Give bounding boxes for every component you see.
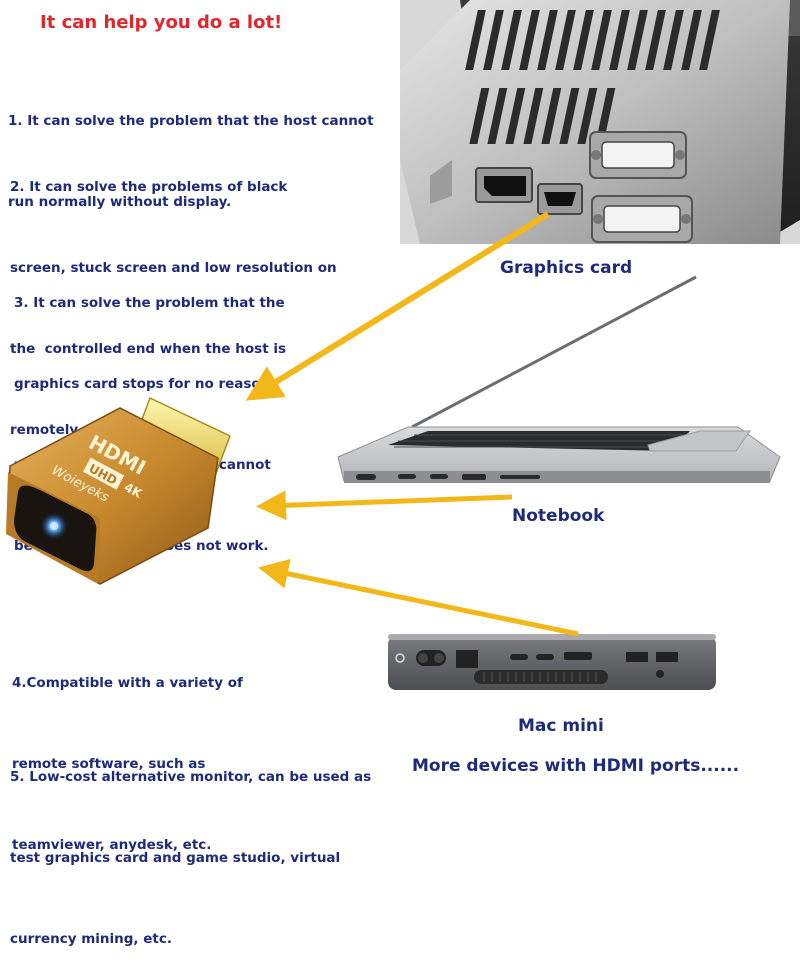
arrow-to-notebook bbox=[256, 490, 513, 521]
mac-mini-label: Mac mini bbox=[518, 716, 604, 736]
feature-2-line-1: 2. It can solve the problems of black bbox=[10, 179, 288, 195]
feature-5-line-1: 5. Low-cost alternative monitor, can be … bbox=[10, 769, 372, 785]
feature-5-line-3: currency mining, etc. bbox=[10, 931, 172, 947]
graphics-card-image bbox=[400, 0, 800, 244]
feature-5: 5. Low-cost alternative monitor, can be … bbox=[10, 710, 371, 980]
feature-1-line-1: 1. It can solve the problem that the hos… bbox=[8, 113, 374, 129]
feature-4-line-2: remote software, such as bbox=[12, 756, 206, 772]
page-title: It can help you do a lot! bbox=[40, 12, 283, 33]
hdmi-dummy-plug-image: HDMI UHD 4K Woieyeks bbox=[6, 396, 231, 585]
feature-5-line-2: test graphics card and game studio, virt… bbox=[10, 850, 341, 866]
arrow-to-mac-mini bbox=[258, 558, 579, 637]
notebook-label: Notebook bbox=[512, 506, 605, 526]
feature-3-line-1: 3. It can solve the problem that the bbox=[14, 295, 285, 311]
feature-4-line-1: 4.Compatible with a variety of bbox=[12, 675, 243, 691]
notebook-image bbox=[337, 275, 781, 483]
feature-1: 1. It can solve the problem that the hos… bbox=[8, 54, 374, 243]
more-devices-label: More devices with HDMI ports...... bbox=[412, 756, 740, 776]
mac-mini-image bbox=[388, 634, 716, 690]
feature-1-line-2: run normally without display. bbox=[8, 194, 232, 210]
